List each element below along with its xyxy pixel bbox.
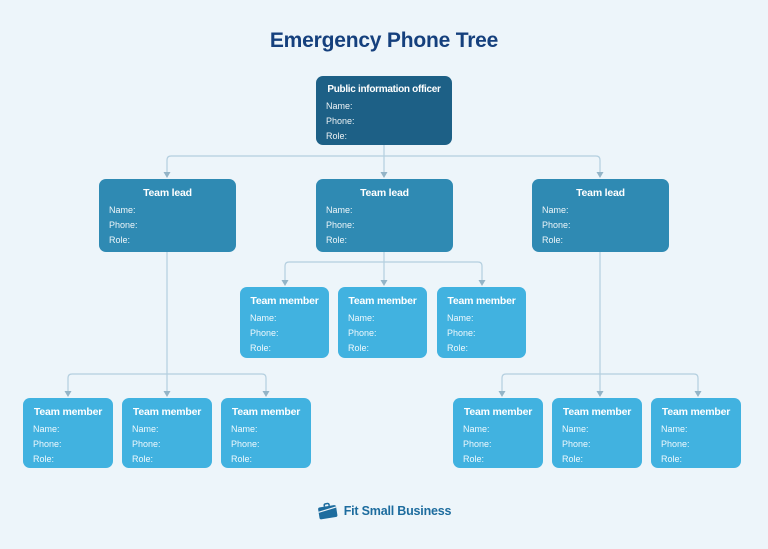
node-team-member: Team member Name: Phone: Role: — [122, 398, 212, 468]
field-role: Role: — [326, 235, 348, 245]
node-title: Team member — [661, 406, 731, 418]
field-role: Role: — [231, 454, 253, 464]
field-phone: Phone: — [231, 439, 260, 449]
node-title: Team member — [562, 406, 632, 418]
brand-footer: Fit Small Business — [0, 501, 768, 520]
node-team-member: Team member Name: Phone: Role: — [23, 398, 113, 468]
field-phone: Phone: — [542, 220, 571, 230]
field-phone: Phone: — [661, 439, 690, 449]
field-phone: Phone: — [463, 439, 492, 449]
node-title: Team lead — [360, 187, 409, 199]
field-role: Role: — [250, 343, 272, 353]
node-team-member: Team member Name: Phone: Role: — [552, 398, 642, 468]
node-title: Team member — [231, 406, 301, 418]
page-title: Emergency Phone Tree — [269, 29, 499, 52]
field-phone: Phone: — [447, 328, 476, 338]
field-role: Role: — [132, 454, 154, 464]
field-name: Name: — [542, 205, 569, 215]
node-team-lead-center: Team lead Name: Phone: Role: — [316, 179, 453, 252]
field-role: Role: — [542, 235, 564, 245]
field-role: Role: — [562, 454, 584, 464]
field-name: Name: — [231, 424, 258, 434]
field-name: Name: — [326, 205, 353, 215]
node-title: Public information officer — [327, 84, 441, 95]
brand-text: Fit Small Business — [343, 503, 452, 518]
node-title: Team member — [447, 295, 516, 307]
node-title: Team member — [463, 406, 533, 418]
node-team-lead-right: Team lead Name: Phone: Role: — [532, 179, 669, 252]
field-phone: Phone: — [109, 220, 138, 230]
field-phone: Phone: — [33, 439, 62, 449]
node-public-information-officer: Public information officer Name: Phone: … — [316, 76, 452, 145]
field-phone: Phone: — [132, 439, 161, 449]
field-role: Role: — [33, 454, 55, 464]
node-team-lead-left: Team lead Name: Phone: Role: — [99, 179, 236, 252]
field-phone: Phone: — [562, 439, 591, 449]
field-name: Name: — [447, 313, 474, 323]
field-phone: Phone: — [326, 220, 355, 230]
field-role: Role: — [326, 131, 348, 141]
node-team-member: Team member Name: Phone: Role: — [453, 398, 543, 468]
field-phone: Phone: — [250, 328, 279, 338]
field-name: Name: — [132, 424, 159, 434]
field-role: Role: — [463, 454, 485, 464]
field-phone: Phone: — [326, 116, 355, 126]
node-team-member: Team member Name: Phone: Role: — [221, 398, 311, 468]
node-team-member: Team member Name: Phone: Role: — [338, 287, 427, 358]
field-role: Role: — [447, 343, 469, 353]
field-name: Name: — [326, 101, 353, 111]
field-name: Name: — [463, 424, 490, 434]
field-name: Name: — [109, 205, 136, 215]
field-name: Name: — [348, 313, 375, 323]
node-title: Team lead — [143, 187, 192, 199]
node-title: Team member — [348, 295, 417, 307]
node-title: Team member — [33, 406, 103, 418]
field-role: Role: — [109, 235, 131, 245]
field-name: Name: — [33, 424, 60, 434]
briefcase-icon — [317, 502, 338, 520]
field-role: Role: — [348, 343, 370, 353]
node-team-member: Team member Name: Phone: Role: — [240, 287, 329, 358]
node-team-member: Team member Name: Phone: Role: — [437, 287, 526, 358]
field-name: Name: — [250, 313, 277, 323]
field-name: Name: — [661, 424, 688, 434]
node-title: Team member — [250, 295, 319, 307]
field-role: Role: — [661, 454, 683, 464]
node-title: Team lead — [576, 187, 625, 199]
field-name: Name: — [562, 424, 589, 434]
field-phone: Phone: — [348, 328, 377, 338]
node-team-member: Team member Name: Phone: Role: — [651, 398, 741, 468]
node-title: Team member — [132, 406, 202, 418]
